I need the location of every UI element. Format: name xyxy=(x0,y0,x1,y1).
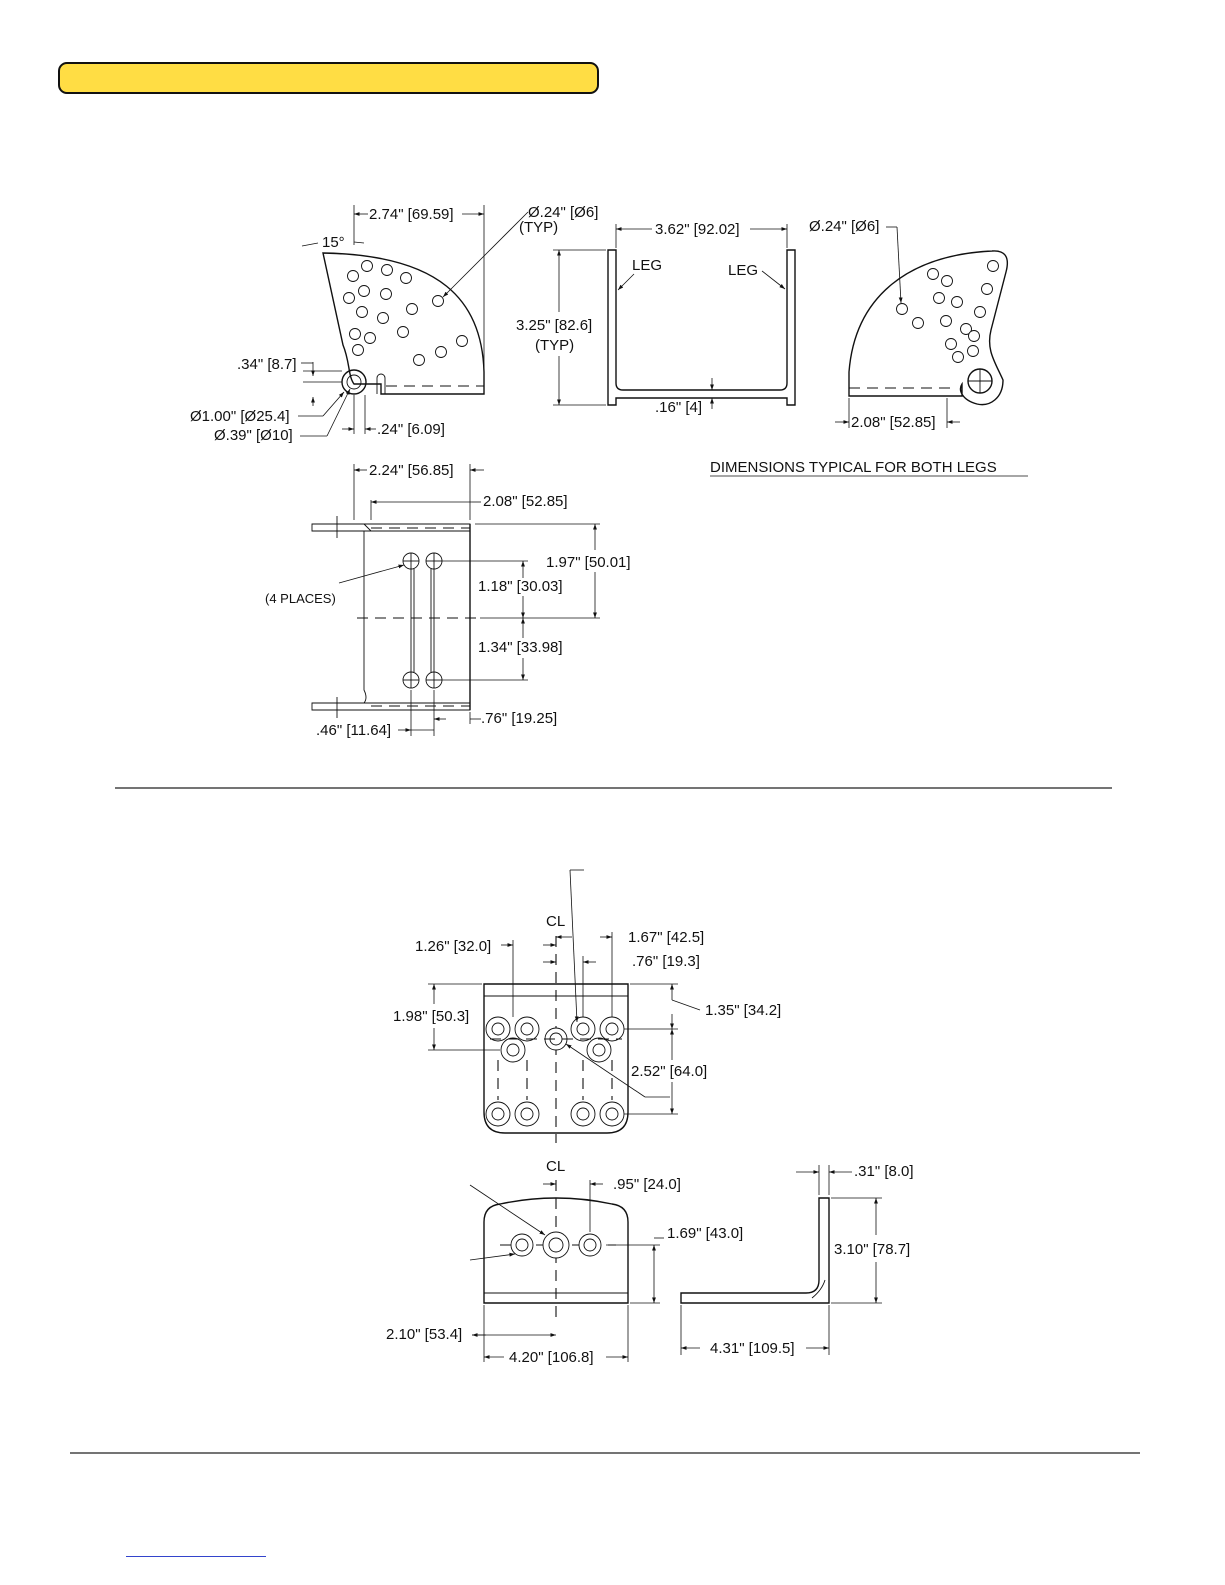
angle-profile xyxy=(680,1197,830,1304)
title-bar xyxy=(58,62,599,94)
slot xyxy=(376,373,386,394)
view-d-holes xyxy=(402,552,443,689)
dim-c-length: 2.08" [52.85] xyxy=(851,414,936,431)
dim-e-spacing: 2.52" [64.0] xyxy=(631,1063,707,1080)
dim-f-hole-offset: .95" [24.0] xyxy=(613,1176,681,1193)
dim-a-hole: Ø.24" [Ø6] xyxy=(528,204,598,221)
dim-e-inner-right: .76" [19.3] xyxy=(632,953,700,970)
dim-e-outer-left: 1.26" [32.0] xyxy=(415,938,491,955)
channel-outer xyxy=(607,249,796,406)
dim-a-bore: Ø.39" [Ø10] xyxy=(214,427,293,444)
plate-f-outline xyxy=(483,1197,629,1304)
footer-underline xyxy=(126,1556,266,1557)
dim-a-width: 2.74" [69.59] xyxy=(369,206,454,223)
plate-e-outline xyxy=(483,983,629,1134)
dim-f-width: 4.20" [106.8] xyxy=(509,1349,594,1366)
view-e-plate: CL 1.26" [32.0] 1.67" [42.5] .76" [19.3]… xyxy=(393,869,781,1143)
centerline-f: CL xyxy=(546,1158,565,1175)
view-a-plate: 2.74" [69.59] Ø.24" [Ø6] (TYP) 15° .34" … xyxy=(190,204,598,444)
dim-g-thickness: .31" [8.0] xyxy=(854,1163,914,1180)
dim-d-right: .76" [19.25] xyxy=(481,710,557,727)
dim-g-height: 3.10" [78.7] xyxy=(834,1241,910,1258)
pivot-bore xyxy=(346,374,362,390)
dim-g-length: 4.31" [109.5] xyxy=(710,1340,795,1357)
plate-c-holes xyxy=(896,260,999,363)
view-c-plate: Ø.24" [Ø6] 2.08" [52.85] xyxy=(809,218,1009,431)
dim-e-top-left: 1.98" [50.3] xyxy=(393,1008,469,1025)
dim-e-top-right: 1.35" [34.2] xyxy=(705,1002,781,1019)
dim-f-height: 1.69" [43.0] xyxy=(667,1225,743,1242)
view-f-bracket: CL .95" [24.0] 1.69" [43.0] 2.10" [53.4]… xyxy=(386,1158,743,1366)
dim-b-width: 3.62" [92.02] xyxy=(655,221,740,238)
view-d-top: 2.24" [56.85] 2.08" [52.85] 1.97" [50.01… xyxy=(265,462,631,739)
dim-b-thickness: .16" [4] xyxy=(655,399,702,416)
dim-a-slot: .24" [6.09] xyxy=(377,421,445,438)
dim-f-half-width: 2.10" [53.4] xyxy=(386,1326,462,1343)
dim-d-height: 1.97" [50.01] xyxy=(546,554,631,571)
leg-left-label: LEG xyxy=(632,257,662,274)
dim-c-hole: Ø.24" [Ø6] xyxy=(809,218,879,235)
plate-c-outline xyxy=(848,250,1009,406)
plate-a-outline xyxy=(322,252,485,395)
dim-a-angle: 15° xyxy=(322,234,345,251)
dim-d-upper: 1.18" [30.03] xyxy=(478,578,563,595)
dim-a-pivot: Ø1.00" [Ø25.4] xyxy=(190,408,290,425)
pivot-boss xyxy=(341,369,367,395)
view-b-channel: 3.62" [92.02] LEG LEG 3.25" [82.6] (TYP)… xyxy=(516,221,796,416)
note-4-places: (4 PLACES) xyxy=(265,591,336,606)
view-g-side: .31" [8.0] 3.10" [78.7] 4.31" [109.5] xyxy=(680,1163,914,1357)
dim-b-height-note: (TYP) xyxy=(535,337,574,354)
dim-d-inner: 2.08" [52.85] xyxy=(483,493,568,510)
dim-d-overall: 2.24" [56.85] xyxy=(369,462,454,479)
view-e-holes xyxy=(485,1016,625,1127)
dim-d-left: .46" [11.64] xyxy=(316,722,391,739)
dim-d-lower: 1.34" [33.98] xyxy=(478,639,563,656)
leg-right-label: LEG xyxy=(728,262,758,279)
note-both-legs: DIMENSIONS TYPICAL FOR BOTH LEGS xyxy=(710,459,997,476)
view-f-holes xyxy=(510,1231,602,1259)
dim-a-offset: .34" [8.7] xyxy=(237,356,297,373)
dim-a-hole-note: (TYP) xyxy=(519,219,558,236)
dim-e-outer-right: 1.67" [42.5] xyxy=(628,929,704,946)
plate-a-holes xyxy=(343,260,468,366)
dim-b-height: 3.25" [82.6] xyxy=(516,317,592,334)
centerline-e: CL xyxy=(546,913,565,930)
